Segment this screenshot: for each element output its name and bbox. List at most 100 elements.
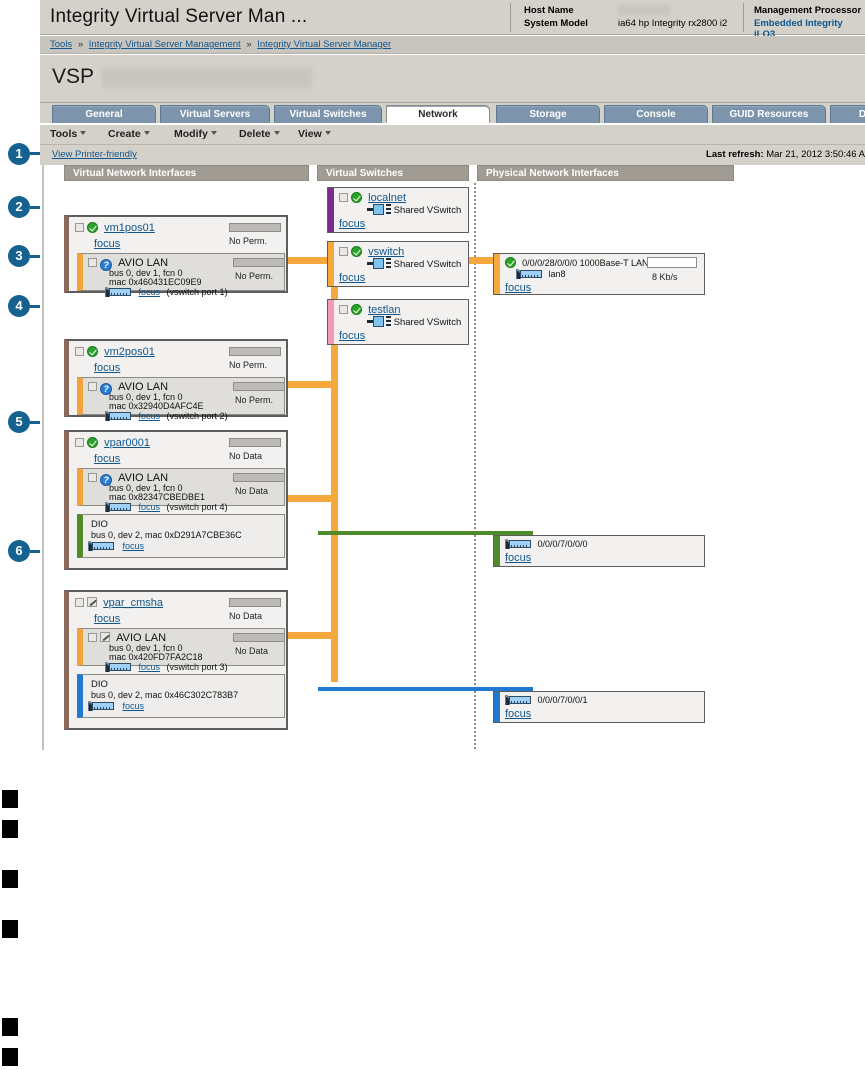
last-refresh-value: Mar 21, 2012 3:50:46 A xyxy=(766,149,865,160)
virtual-server-name-link[interactable]: vm1pos01 xyxy=(104,222,155,234)
status-ok-icon xyxy=(87,222,99,233)
management-processor-value[interactable]: Embedded Integrity iLO3 xyxy=(754,18,843,40)
vswitch-name-link[interactable]: localnet xyxy=(368,192,407,204)
dio-card[interactable]: DIO bus 0, dev 2, mac 0xD291A7CBE36C foc… xyxy=(77,514,285,558)
focus-link[interactable]: focus xyxy=(94,362,121,374)
status-text: No Data xyxy=(229,611,263,621)
tab-underline xyxy=(40,123,865,125)
pni-device: lan8 xyxy=(548,269,566,279)
nic-card-icon xyxy=(505,695,531,705)
vnic-focus-link[interactable]: focus xyxy=(138,502,161,512)
pni-focus-link[interactable]: focus xyxy=(505,282,532,294)
vnic-card[interactable]: ? AVIO LAN bus 0, dev 1, fcn 0 mac 0x823… xyxy=(77,468,285,512)
breadcrumb-item-ivsm[interactable]: Integrity Virtual Server Management xyxy=(88,39,241,50)
vnic-card[interactable]: AVIO LAN bus 0, dev 1, fcn 0 mac 0x420FD… xyxy=(77,628,285,672)
vnic-bus: bus 0, dev 1, fcn 0 xyxy=(109,483,183,493)
vswitch-focus-link[interactable]: focus xyxy=(339,218,366,230)
vnic-card[interactable]: ? AVIO LAN bus 0, dev 1, fcn 0 mac 0x329… xyxy=(77,377,285,421)
vswitch-kind: Shared VSwitch xyxy=(393,317,462,328)
virtual-server-card-vpar0001[interactable]: vpar0001 focus No Data ? AVIO LAN bus 0,… xyxy=(64,430,288,570)
row-checkbox[interactable] xyxy=(75,598,84,607)
header-divider-2 xyxy=(743,3,744,32)
page-title: Integrity Virtual Server Man ... xyxy=(50,6,308,27)
vswitch-checkbox[interactable] xyxy=(339,193,348,202)
tab-dio-pool[interactable]: DIO Pool xyxy=(830,105,865,123)
vswitch-name-link[interactable]: testlan xyxy=(368,304,401,316)
vnic-focus-link[interactable]: focus xyxy=(138,411,161,421)
nic-card-icon xyxy=(105,502,131,512)
edit-pencil-icon xyxy=(100,632,111,642)
tab-guid-resources[interactable]: GUID Resources xyxy=(712,105,826,123)
last-refresh: Last refresh: Mar 21, 2012 3:50:46 A xyxy=(706,149,865,160)
chevron-down-icon xyxy=(80,131,87,135)
virtual-switch-card-testlan[interactable]: testlan Shared VSwitch focus xyxy=(327,299,469,345)
menu-modify[interactable]: Modify xyxy=(174,128,217,140)
vswitch-checkbox[interactable] xyxy=(339,305,348,314)
pni-title: 0/0/0/7/0/0/1 xyxy=(537,695,588,705)
vnic-status-text: No Data xyxy=(235,646,269,656)
vnic-checkbox[interactable] xyxy=(88,633,97,642)
virtual-server-card-vpar-cmsha[interactable]: vpar_cmsha focus No Data AVIO LAN bus 0,… xyxy=(64,590,288,730)
dio-focus-link[interactable]: focus xyxy=(122,541,145,551)
virtual-server-name-link[interactable]: vpar_cmsha xyxy=(103,597,164,609)
vnic-focus-link[interactable]: focus xyxy=(138,287,161,297)
vswitch-name-link[interactable]: vswitch xyxy=(368,246,405,258)
status-ok-icon xyxy=(505,257,516,268)
vswitch-icon xyxy=(367,316,391,327)
chevron-down-icon xyxy=(143,131,150,135)
pni-focus-link[interactable]: focus xyxy=(505,552,532,564)
vswitch-focus-link[interactable]: focus xyxy=(339,272,366,284)
tab-storage[interactable]: Storage xyxy=(496,105,600,123)
physical-interface-card-dio-1[interactable]: 0/0/0/7/0/0/1 focus xyxy=(493,691,705,723)
vnic-usage-meter xyxy=(233,473,285,482)
vnic-checkbox[interactable] xyxy=(88,473,97,482)
menu-create[interactable]: Create xyxy=(108,128,150,140)
tab-virtual-switches[interactable]: Virtual Switches xyxy=(274,105,382,123)
breadcrumb-item-tools[interactable]: Tools xyxy=(50,39,73,50)
usage-meter xyxy=(229,598,281,607)
last-refresh-label: Last refresh: xyxy=(706,149,764,160)
physical-interface-card-lan8[interactable]: 0/0/0/28/0/0/0 1000Base-T LAN lan8 focus… xyxy=(493,253,705,295)
focus-link[interactable]: focus xyxy=(94,238,121,250)
menu-delete[interactable]: Delete xyxy=(239,128,280,140)
vswitch-checkbox[interactable] xyxy=(339,247,348,256)
tab-general[interactable]: General xyxy=(52,105,156,123)
tab-virtual-servers[interactable]: Virtual Servers xyxy=(160,105,270,123)
vnic-card[interactable]: ? AVIO LAN bus 0, dev 1, fcn 0 mac 0x460… xyxy=(77,253,285,297)
menu-tools[interactable]: Tools xyxy=(50,128,87,140)
vnic-status-text: No Perm. xyxy=(235,395,274,405)
physical-interface-card-dio-0[interactable]: 0/0/0/7/0/0/0 focus xyxy=(493,535,705,567)
dio-card[interactable]: DIO bus 0, dev 2, mac 0x46C302C783B7 foc… xyxy=(77,674,285,718)
tab-network[interactable]: Network xyxy=(386,105,490,123)
virtual-server-card-vm2pos01[interactable]: vm2pos01 focus No Perm. ? AVIO LAN bus 0… xyxy=(64,339,288,421)
pni-focus-link[interactable]: focus xyxy=(505,708,532,720)
row-checkbox[interactable] xyxy=(75,347,84,356)
row-checkbox[interactable] xyxy=(75,223,84,232)
breadcrumb-item-ivs-manager[interactable]: Integrity Virtual Server Manager xyxy=(257,39,392,50)
virtual-server-card-vm1pos01[interactable]: vm1pos01 focus No Perm. ? AVIO LAN bus 0… xyxy=(64,215,288,297)
tab-console[interactable]: Console xyxy=(604,105,708,123)
focus-link[interactable]: focus xyxy=(94,613,121,625)
dio-focus-link[interactable]: focus xyxy=(122,701,145,711)
redaction-block-1 xyxy=(2,790,18,808)
vnic-mac: mac 0x82347CBEDBE1 xyxy=(109,492,206,502)
focus-link[interactable]: focus xyxy=(94,453,121,465)
system-model-value: ia64 hp Integrity rx2800 i2 xyxy=(618,18,728,29)
vnic-focus-link[interactable]: focus xyxy=(138,662,161,672)
status-ok-icon xyxy=(351,192,363,203)
dio-type: DIO xyxy=(91,519,108,530)
vnic-checkbox[interactable] xyxy=(88,258,97,267)
virtual-server-name-link[interactable]: vpar0001 xyxy=(104,437,150,449)
vnic-checkbox[interactable] xyxy=(88,382,97,391)
virtual-switch-card-vswitch[interactable]: vswitch Shared VSwitch focus xyxy=(327,241,469,287)
virtual-switch-card-localnet[interactable]: localnet Shared VSwitch focus xyxy=(327,187,469,233)
menu-view[interactable]: View xyxy=(298,128,331,140)
usage-meter xyxy=(229,223,281,232)
row-checkbox[interactable] xyxy=(75,438,84,447)
virtual-server-name-link[interactable]: vm2pos01 xyxy=(104,346,155,358)
vswitch-focus-link[interactable]: focus xyxy=(339,330,366,342)
connector-orange-stub-1 xyxy=(288,257,338,264)
view-printer-friendly-link[interactable]: View Printer-friendly xyxy=(52,149,137,160)
usage-meter xyxy=(229,438,281,447)
vnic-type: AVIO LAN xyxy=(118,381,169,393)
